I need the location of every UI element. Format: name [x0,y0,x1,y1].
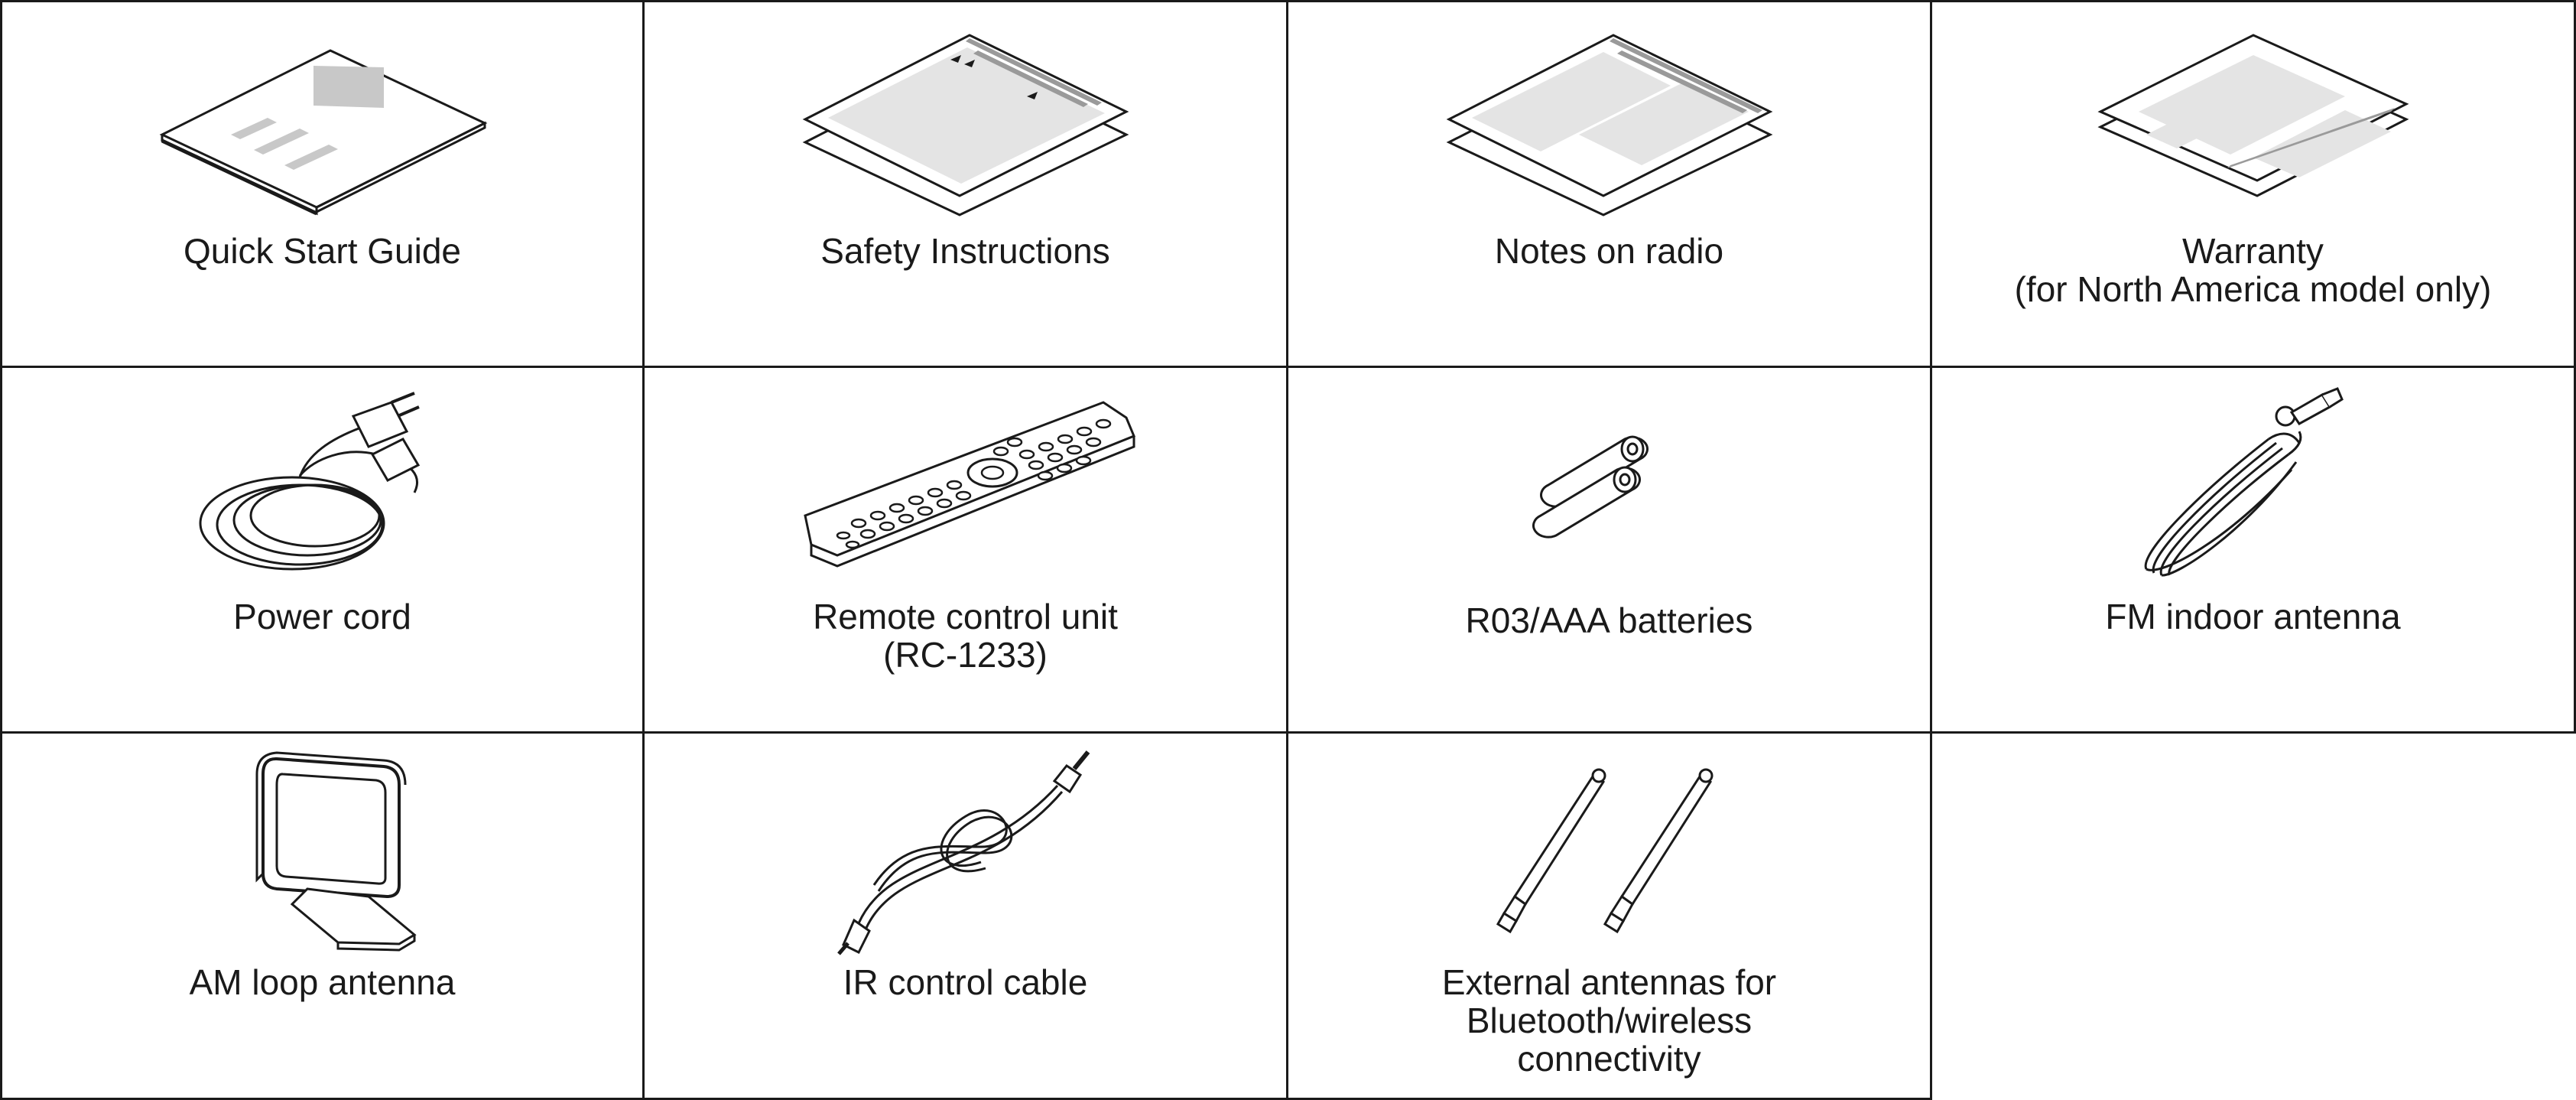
accessory-cell-quick-start-guide: Quick Start Guide [0,0,645,368]
accessory-cell-safety-instructions: Safety Instructions [642,0,1288,368]
remote-control-icon [645,382,1286,588]
ir-cable-icon [645,747,1286,955]
accessory-cell-remote-control: Remote control unit (RC-1233) [642,366,1288,734]
radio-notes-sheet-icon [1288,16,1930,223]
accessory-cell-am-loop-antenna: AM loop antenna [0,731,645,1100]
accessory-label: Notes on radio [1494,231,1724,271]
power-cord-icon [2,382,642,588]
accessory-cell-power-cord: Power cord [0,366,645,734]
accessory-cell-warranty: Warranty (for North America model only) [1930,0,2576,368]
empty-cell [1930,731,2576,1100]
accessory-cell-notes-on-radio: Notes on radio [1286,0,1932,368]
accessory-label: Warranty (for North America model only) [2014,231,2492,309]
accessory-label: Safety Instructions [820,231,1110,271]
accessory-label: Power cord [233,597,411,636]
accessory-label: AM loop antenna [189,962,456,1002]
batteries-icon [1288,382,1930,588]
accessory-label: IR control cable [843,962,1088,1002]
quick-start-guide-booklet-icon [2,16,642,223]
accessory-cell-batteries: R03/AAA batteries [1286,366,1932,734]
safety-instructions-sheet-icon [645,16,1286,223]
external-antennas-icon [1288,747,1930,954]
accessory-label: Remote control unit (RC-1233) [813,597,1118,675]
accessory-label: External antennas for Bluetooth/wireless… [1441,962,1777,1079]
accessory-cell-ir-cable: IR control cable [642,731,1288,1100]
accessory-label: Quick Start Guide [183,231,462,271]
accessory-cell-fm-antenna: FM indoor antenna [1930,366,2576,734]
warranty-sheet-icon [1932,16,2574,223]
am-loop-antenna-icon [2,747,642,954]
fm-antenna-icon [1932,382,2574,588]
accessory-label: FM indoor antenna [2105,597,2401,636]
accessory-label: R03/AAA batteries [1465,600,1753,640]
accessory-cell-external-antennas: External antennas for Bluetooth/wireless… [1286,731,1932,1100]
